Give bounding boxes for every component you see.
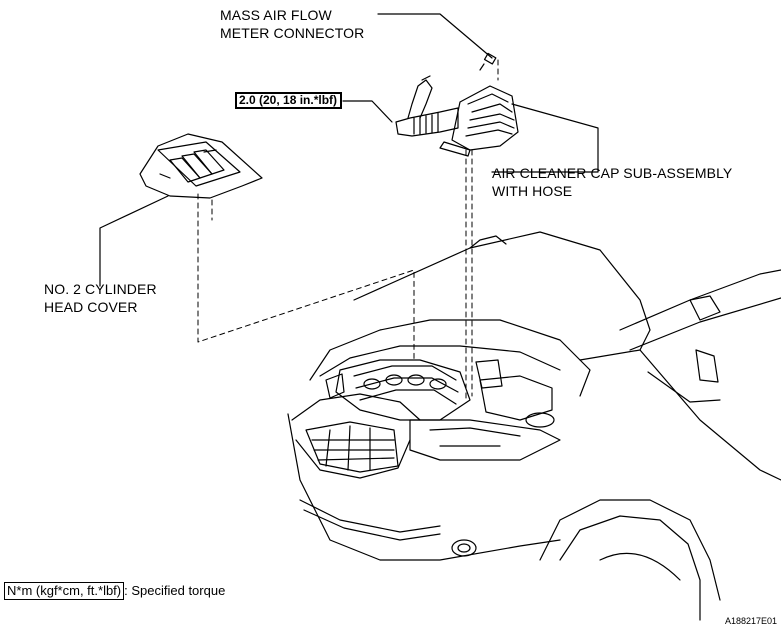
torque-spec-box: 2.0 (20, 18 in.*lbf) bbox=[235, 92, 342, 109]
legend: N*m (kgf*cm, ft.*lbf): Specified torque bbox=[4, 582, 225, 600]
air-cleaner-label-line2: WITH HOSE bbox=[492, 183, 573, 199]
legend-unit-box: N*m (kgf*cm, ft.*lbf) bbox=[4, 582, 125, 600]
cylinder-head-cover bbox=[139, 133, 263, 199]
cylinder-cover-label-line2: HEAD COVER bbox=[44, 299, 138, 315]
cylinder-cover-label-line1: NO. 2 CYLINDER bbox=[44, 281, 157, 297]
maf-connector bbox=[479, 52, 497, 71]
car-body bbox=[287, 231, 781, 621]
air-cleaner-cap bbox=[395, 75, 519, 157]
engine-bay bbox=[325, 359, 555, 428]
leader-maf bbox=[377, 13, 493, 59]
leader-torque bbox=[342, 100, 393, 123]
maf-connector-label-line1: MASS AIR FLOW bbox=[220, 7, 332, 23]
leader-air-cleaner bbox=[491, 103, 599, 173]
legend-text: : Specified torque bbox=[124, 583, 226, 598]
figure-code: A188217E01 bbox=[724, 616, 777, 626]
air-cleaner-label-line1: AIR CLEANER CAP SUB-ASSEMBLY bbox=[492, 165, 733, 181]
dashed-guides bbox=[197, 59, 499, 399]
leader-cover bbox=[99, 195, 169, 287]
maf-connector-label-line2: METER CONNECTOR bbox=[220, 25, 365, 41]
